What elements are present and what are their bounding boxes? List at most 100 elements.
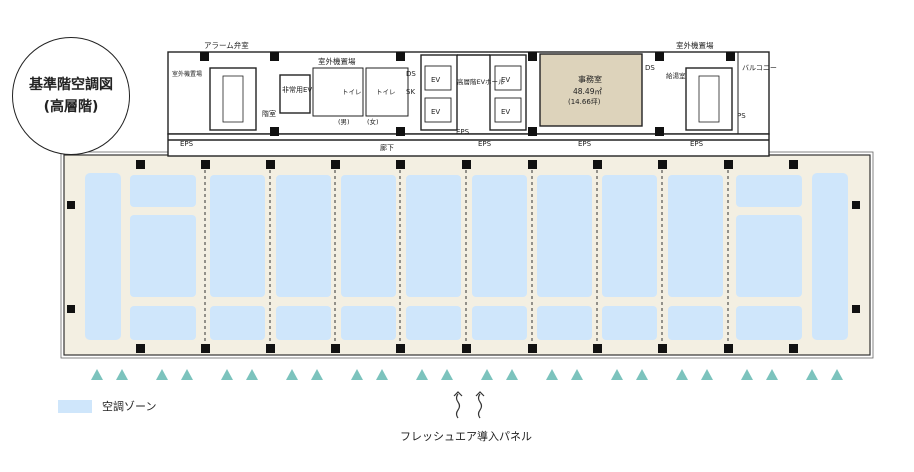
zone-left-top [130,175,196,207]
zone-middle-7-lower [602,306,657,340]
fresh-air-marker-15 [546,369,558,380]
core-block [167,51,770,157]
fresh-air-marker-24 [831,369,843,380]
column-edge-left-1 [67,201,75,209]
office-room [539,53,643,127]
zone-middle-1-upper [210,175,265,297]
ps-tag: PS [737,112,746,120]
column-edge-right-2 [852,305,860,313]
eps-tag-4: EPS [578,140,592,148]
column-bottom-4 [331,344,340,353]
eps-tag-5: EPS [690,140,704,148]
structural-columns [67,160,860,353]
ev-tag-4: EV [501,108,510,116]
fresh-air-marker-6 [246,369,258,380]
corridor-label: 廊下 [380,143,394,152]
fresh-air-marker-18 [636,369,648,380]
fresh-air-marker-10 [376,369,388,380]
fresh-air-flow-icon [453,391,485,419]
column-top-5 [396,160,405,169]
column-top-9 [658,160,667,169]
column-top-8 [593,160,602,169]
zone-middle-3-lower [341,306,396,340]
column-top-2 [201,160,210,169]
plan-title-sub: (高層階) [43,99,99,115]
zone-left-bottom [130,306,196,340]
column-top-3 [266,160,275,169]
plan-title: 基準階空調図 (高層階) [12,37,130,155]
ds-tag-2: DS [645,64,655,72]
zone-middle-6-lower [537,306,592,340]
office-room-label: 事務室 [578,74,602,84]
zone-middle-2-lower [276,306,331,340]
zone-middle-7-upper [602,175,657,297]
ev-tag-3: EV [501,76,510,84]
fresh-air-marker-5 [221,369,233,380]
column-bottom-2 [201,344,210,353]
fresh-air-marker-17 [611,369,623,380]
alarm-valve-label: アラーム弁室 [204,40,249,50]
fresh-air-marker-8 [311,369,323,380]
office-area-label: 48.49㎡ [573,87,602,96]
column-top-1 [136,160,145,169]
fresh-air-panel-label: フレッシュエア導入パネル [400,430,532,443]
fresh-air-marker-11 [416,369,428,380]
column-top-7 [528,160,537,169]
column-bottom-3 [266,344,275,353]
sk-tag: SK [406,88,415,96]
fresh-air-marker-12 [441,369,453,380]
column-top-4 [331,160,340,169]
column-top-6 [462,160,471,169]
fresh-air-marker-23 [806,369,818,380]
fresh-air-marker-20 [701,369,713,380]
ev-tag-2: EV [431,108,440,116]
outdoor-unit-left-label: 室外機置場 [318,56,356,66]
column-bottom-1 [136,344,145,353]
column-bottom-9 [658,344,667,353]
zone-middle-1-lower [210,306,265,340]
column-bottom-11 [789,344,798,353]
zone-middle-8-lower [668,306,723,340]
zone-left-end [85,173,121,340]
zone-middle-4-lower [406,306,461,340]
hvac-zones [85,173,848,340]
fresh-air-marker-3 [156,369,168,380]
column-bottom-7 [528,344,537,353]
office-floor-area [63,154,871,356]
zone-middle-5-lower [472,306,527,340]
balcony-label: バルコニー [742,64,777,72]
toilet-label-2: トイレ [376,88,396,96]
zone-middle-3-upper [341,175,396,297]
legend: 空調ゾーン [58,398,156,414]
column-bottom-10 [724,344,733,353]
fresh-air-marker-2 [116,369,128,380]
fresh-air-marker-21 [741,369,753,380]
column-bottom-5 [396,344,405,353]
column-bottom-8 [593,344,602,353]
fresh-air-marker-19 [676,369,688,380]
outdoor-unit-right-label: 室外機置場 [676,40,714,50]
emergency-ev-label: 非常用EV [282,85,312,94]
fresh-air-marker-1 [91,369,103,380]
column-top-10 [724,160,733,169]
zone-middle-6-upper [537,175,592,297]
zone-middle-5-upper [472,175,527,297]
zone-middle-4-upper [406,175,461,297]
fresh-air-marker-16 [571,369,583,380]
zone-right-top [736,175,802,207]
toilet-label-1: トイレ [342,88,362,96]
zone-divider-lines [204,170,729,342]
column-edge-right-1 [852,201,860,209]
zone-right-bottom [736,306,802,340]
zone-left-middle [130,215,196,297]
zone-right-end [812,173,848,340]
zone-middle-2-upper [276,175,331,297]
legend-zone-label: 空調ゾーン [102,400,157,413]
hot-water-label: 給湯室 [666,71,686,80]
male-toilet-label: (男) [338,118,350,126]
column-edge-left-2 [67,305,75,313]
fresh-air-marker-7 [286,369,298,380]
office-tsubo-label: (14.66坪) [568,98,601,106]
ev-tag-1: EV [431,76,440,84]
